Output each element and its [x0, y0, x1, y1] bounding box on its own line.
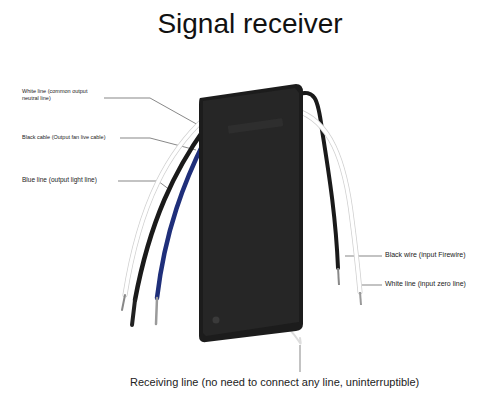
wire-label: White line (input zero line) — [385, 280, 495, 289]
wire-tip — [360, 292, 361, 305]
indicator-led — [213, 317, 220, 324]
wire-tip — [156, 298, 157, 324]
wire-label: Blue line (output light line) — [22, 176, 122, 184]
wire-label: Black wire (input Firewire) — [385, 251, 495, 260]
wire-tip — [338, 268, 339, 285]
title: Signal receiver — [0, 8, 500, 40]
wire-label: White line (common output neutral line) — [22, 88, 104, 102]
receiver-housing — [199, 84, 303, 342]
leader-line — [104, 98, 200, 126]
antenna-wire — [290, 330, 301, 343]
leader-line — [118, 181, 170, 190]
receiver-face — [203, 88, 299, 336]
blue-wire — [157, 140, 205, 298]
wire-label: Black cable (Output fan live cable) — [22, 134, 122, 141]
leader-line — [362, 285, 382, 286]
antenna-label: Receiving line (no need to connect any l… — [130, 376, 490, 390]
leader-line — [345, 256, 382, 257]
white-wire — [295, 110, 360, 292]
white-wire — [295, 110, 360, 292]
black-wire — [135, 128, 205, 300]
wire-tip — [122, 295, 125, 310]
wire-tip — [132, 300, 135, 325]
embossed-plate — [228, 118, 284, 134]
leader-line — [300, 345, 301, 372]
